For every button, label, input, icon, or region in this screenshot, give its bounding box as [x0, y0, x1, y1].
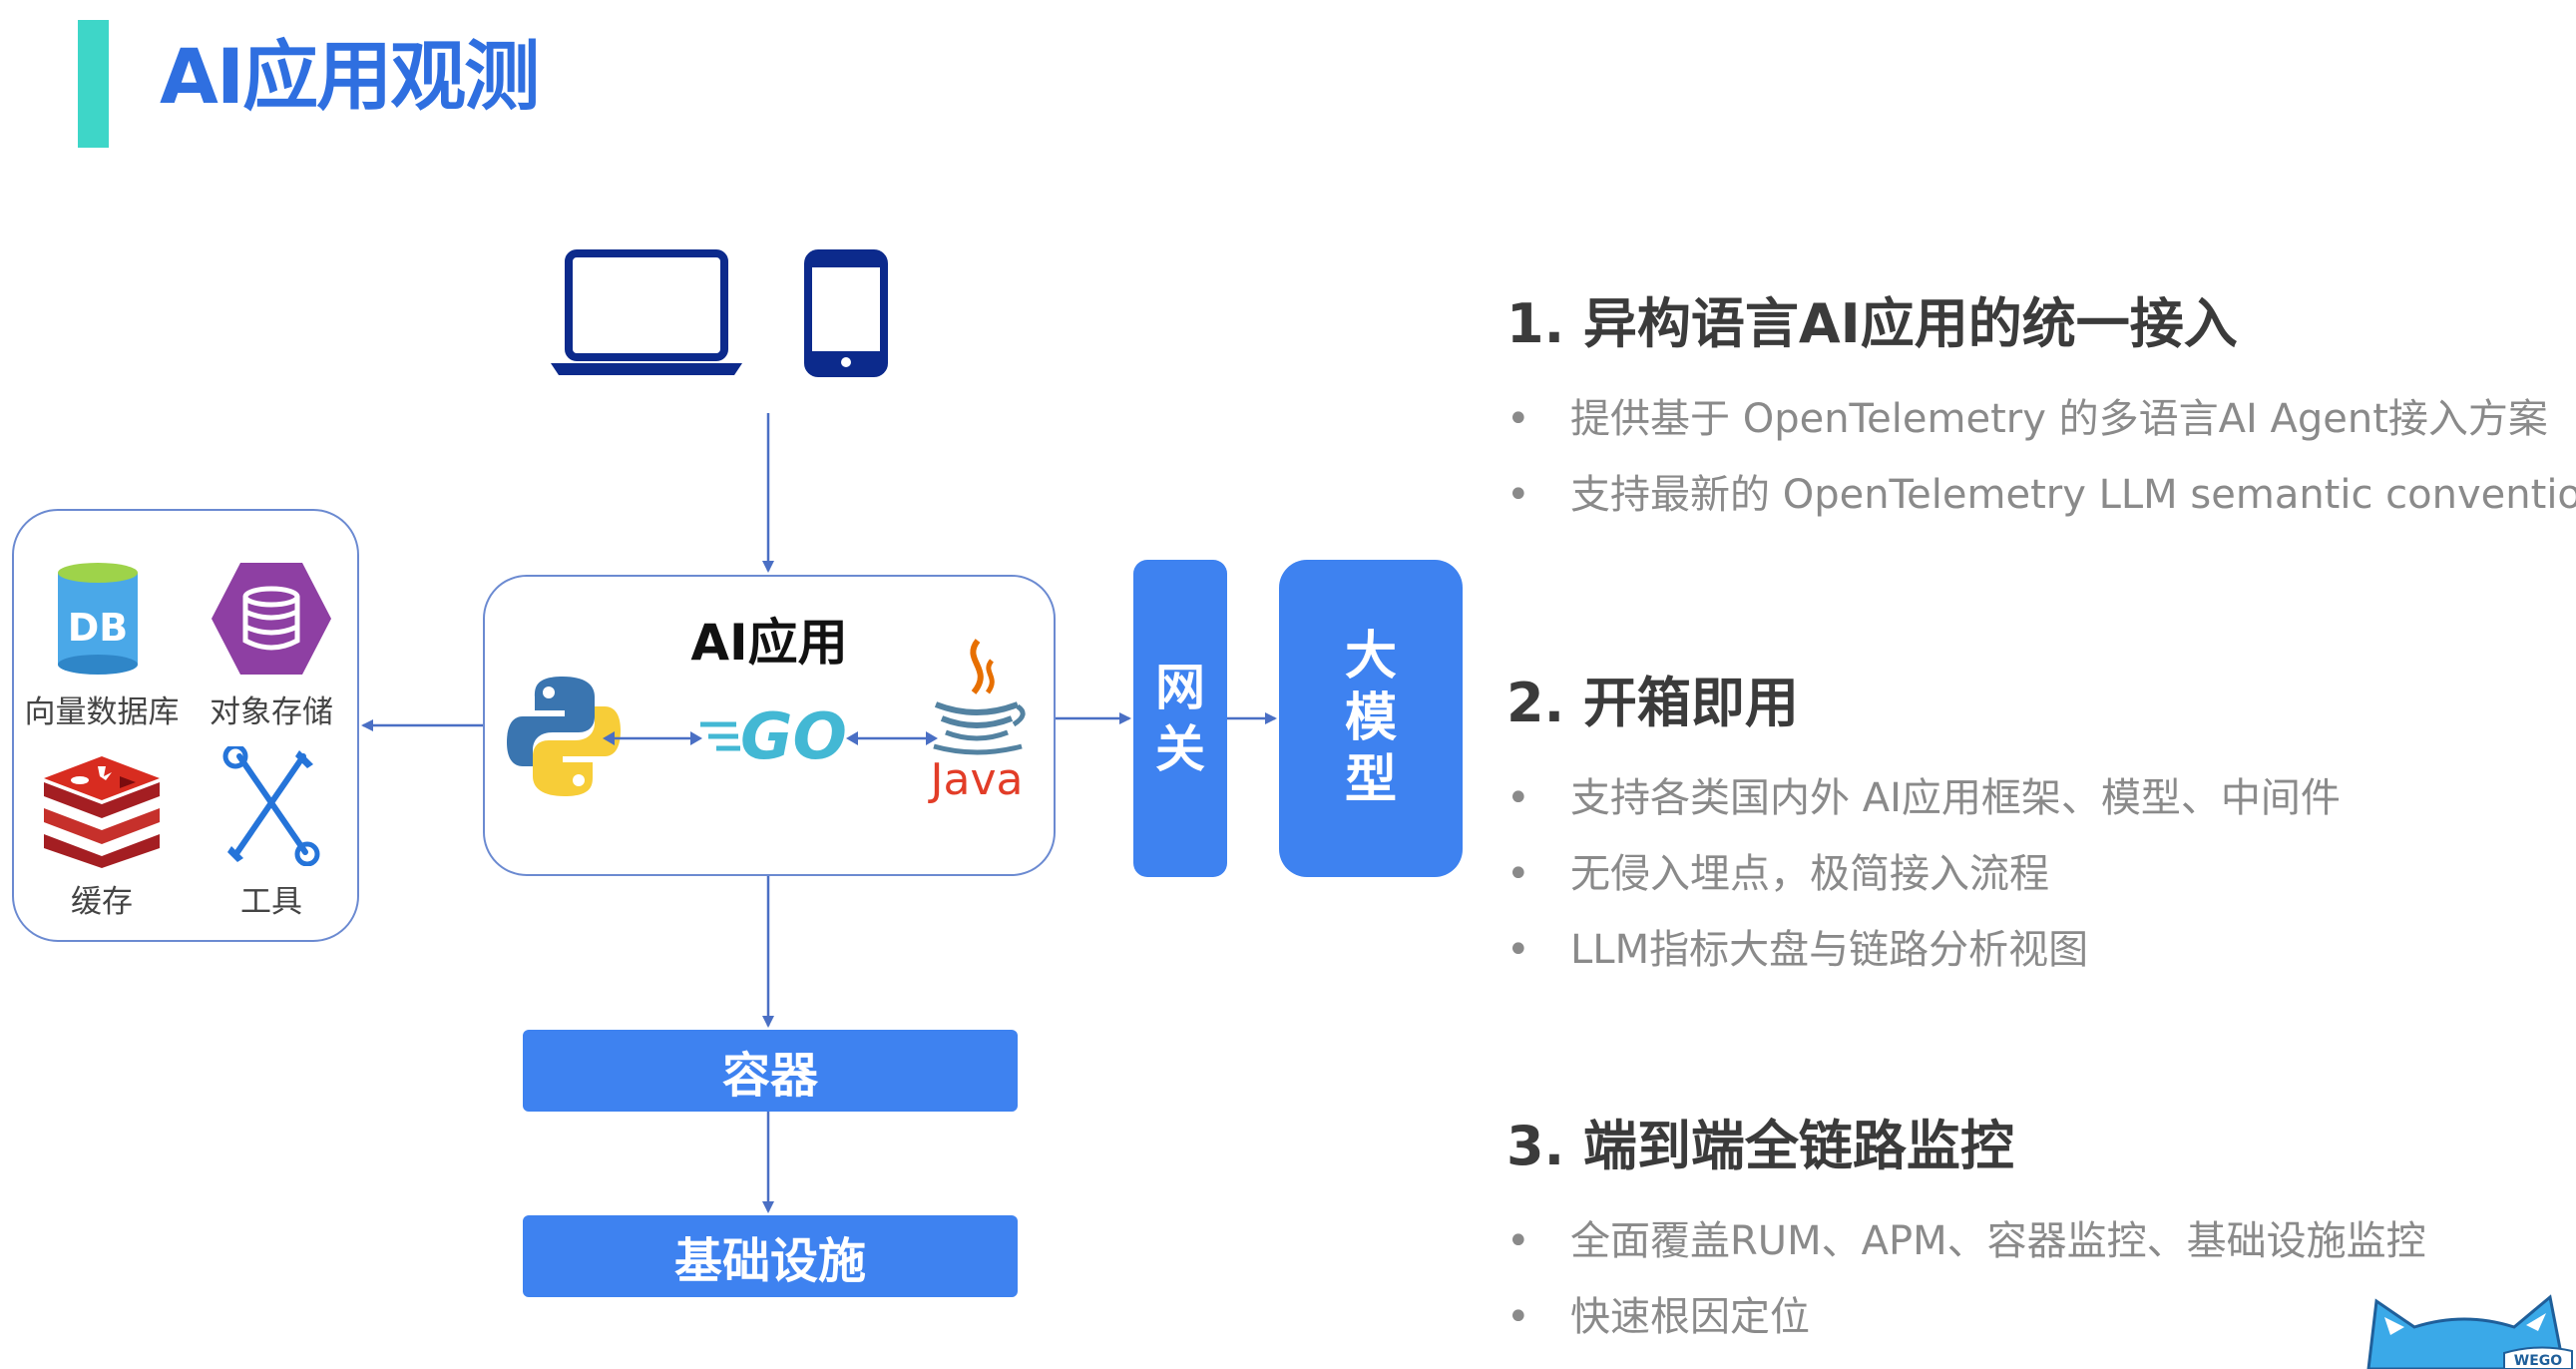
gateway-char-1: 网: [1155, 659, 1205, 716]
java-icon: Java: [928, 639, 1026, 805]
list-item: 提供基于 OpenTelemetry 的多语言AI Agent接入方案: [1506, 381, 2564, 457]
feature-title-3: 3. 端到端全链路监控: [1506, 1115, 2014, 1177]
feature-list-3: 全面覆盖RUM、APM、容器监控、基础设施监控 快速根因定位: [1506, 1203, 2564, 1355]
container-box: 容器: [523, 1030, 1018, 1112]
feature-list-1: 提供基于 OpenTelemetry 的多语言AI Agent接入方案 支持最新…: [1506, 381, 2576, 533]
feature-title-2: 2. 开箱即用: [1506, 672, 1799, 734]
redis-cache-icon: [44, 756, 160, 868]
storage-label-vector-db: 向量数据库: [24, 694, 180, 730]
go-icon: GO: [700, 700, 847, 774]
feature-section-2: 2. 开箱即用 支持各类国内外 AI应用框架、模型、中间件 无侵入埋点，极简接入…: [1506, 669, 2564, 988]
llm-box: 大 模 型: [1279, 560, 1463, 877]
svg-text:Java: Java: [928, 754, 1024, 805]
storage-group: DB 向量数据库 对象存储 缓存 工具: [12, 509, 359, 942]
svg-text:GO: GO: [740, 700, 847, 774]
storage-label-cache: 缓存: [71, 884, 133, 920]
feature-list-2: 支持各类国内外 AI应用框架、模型、中间件 无侵入埋点，极简接入流程 LLM指标…: [1506, 760, 2564, 988]
list-item: 全面覆盖RUM、APM、容器监控、基础设施监控: [1506, 1203, 2564, 1279]
llm-char-1: 大: [1344, 627, 1397, 686]
list-item: 支持最新的 OpenTelemetry LLM semantic convent…: [1506, 457, 2576, 533]
ai-app-box: AI应用 GO Java: [483, 575, 1056, 876]
page-title: AI应用观测: [160, 32, 540, 121]
laptop-icon: [551, 249, 742, 375]
svg-text:DB: DB: [68, 606, 129, 650]
storage-label-object: 对象存储: [210, 694, 333, 730]
tools-icon: [222, 746, 320, 866]
double-arrow-python-go: [603, 731, 702, 745]
svg-text:WEGO: WEGO: [2514, 1353, 2562, 1369]
list-item: 快速根因定位: [1506, 1279, 2564, 1355]
mascot-icon: WEGO: [2366, 1294, 2573, 1369]
feature-section-1: 1. 异构语言AI应用的统一接入 提供基于 OpenTelemetry 的多语言…: [1506, 289, 2576, 533]
storage-label-tools: 工具: [240, 884, 302, 920]
infrastructure-box: 基础设施: [523, 1215, 1018, 1297]
feature-title-1: 1. 异构语言AI应用的统一接入: [1506, 292, 2238, 355]
title-accent-bar: [78, 20, 109, 148]
gateway-char-2: 关: [1155, 720, 1205, 778]
python-icon: [507, 677, 621, 796]
vector-db-icon: DB: [58, 563, 138, 675]
ai-app-title: AI应用: [690, 614, 848, 672]
llm-char-2: 模: [1344, 688, 1397, 748]
list-item: LLM指标大盘与链路分析视图: [1506, 912, 2564, 988]
list-item: 支持各类国内外 AI应用框架、模型、中间件: [1506, 760, 2564, 836]
gateway-box: 网 关: [1133, 560, 1227, 877]
llm-char-3: 型: [1344, 750, 1397, 810]
feature-section-3: 3. 端到端全链路监控 全面覆盖RUM、APM、容器监控、基础设施监控 快速根因…: [1506, 1112, 2564, 1355]
object-storage-icon: [212, 563, 331, 675]
phone-icon: [804, 249, 888, 377]
double-arrow-go-java: [846, 731, 938, 745]
list-item: 无侵入埋点，极简接入流程: [1506, 836, 2564, 912]
